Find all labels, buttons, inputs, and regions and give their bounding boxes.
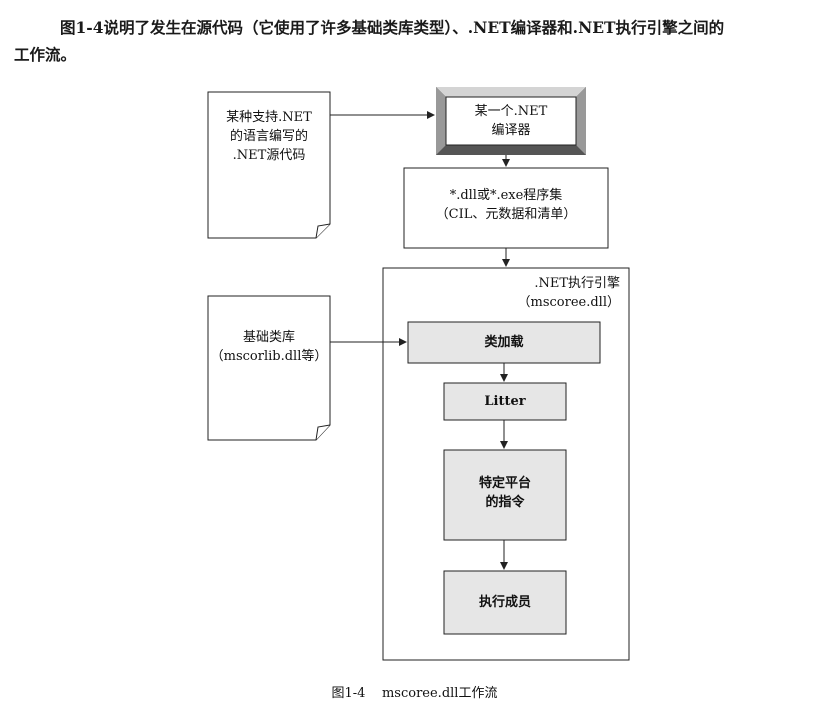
intro-line-2: 工作流。 (14, 45, 77, 64)
platform-instructions-label: 特定平台 的指令 (478, 476, 531, 510)
jitter-label: Litter (484, 394, 526, 409)
base-library-document (207, 295, 331, 441)
source-code-document (207, 91, 331, 239)
assembly-box (403, 167, 609, 249)
engine-label: .NET执行引擎 （mscoree.dll） (517, 276, 620, 310)
figure-caption: 图1-4 mscoree.dll工作流 (331, 686, 498, 701)
compiler-box (436, 87, 586, 155)
platform-instructions-box (443, 449, 567, 541)
class-loader-label: 类加载 (484, 335, 524, 350)
assembly-label: *.dll或*.exe程序集 （CIL、元数据和清单） (435, 188, 577, 222)
intro-line-1: 图1-4说明了发生在源代码（它使用了许多基础类库类型）、.NET编译器和.NET… (60, 18, 725, 37)
jitter-box (443, 382, 567, 421)
base-library-label: 基础类库 （mscorlib.dll等） (210, 330, 328, 364)
intro-paragraph: 图1-4说明了发生在源代码（它使用了许多基础类库类型）、.NET编译器和.NET… (14, 14, 818, 68)
compiler-label: 某一个.NET 编译器 (474, 104, 548, 138)
execute-member-label: 执行成员 (478, 595, 531, 610)
execute-member-box (443, 570, 567, 635)
source-code-label: 某种支持.NET 的语言编写的 .NET源代码 (226, 110, 312, 163)
